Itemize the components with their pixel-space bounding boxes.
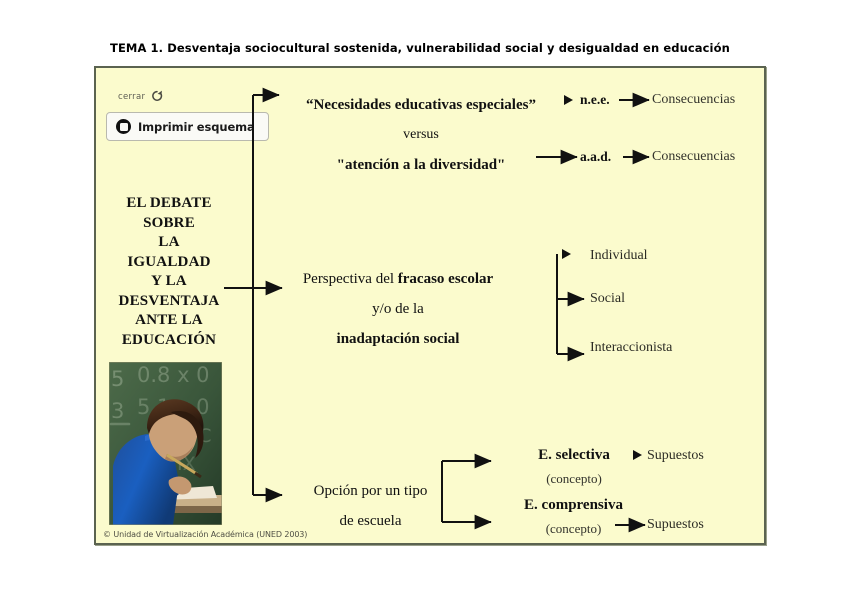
nee-line-3: "atención a la diversidad" [336, 157, 506, 173]
nee-line-2: versus [403, 127, 439, 142]
perspectiva-strong: fracaso escolar [397, 271, 494, 287]
triangle-bullet-individual [562, 249, 571, 259]
node-opcion-escuela: Opción por un tipo de escuela [288, 476, 453, 536]
opcion-line-2: de escuela [339, 513, 402, 529]
node-nee-abbr: n.e.e. [580, 92, 610, 107]
e-comprensiva-note: (concepto) [545, 521, 602, 536]
node-interaccionista: Interaccionista [590, 340, 673, 355]
print-esquema-label: Imprimir esquema [138, 119, 255, 134]
copyright-notice: © Unidad de Virtualización Académica (UN… [103, 530, 308, 539]
node-e-comprensiva: E. comprensiva (concepto) [486, 493, 661, 541]
perspectiva-line-1: Perspectiva del fracaso escolar [268, 264, 528, 294]
debate-heading: EL DEBATE SOBRE LA IGUALDAD Y LA DESVENT… [118, 195, 220, 348]
node-necesidades-title: “Necesidades educativas especiales” vers… [286, 90, 556, 180]
perspectiva-line-3: inadaptación social [336, 331, 460, 347]
perspectiva-line-2: y/o de la [372, 301, 424, 317]
triangle-bullet-nee [564, 95, 573, 105]
printer-stop-icon [116, 119, 131, 134]
nee-line-1: “Necesidades educativas especiales” [306, 97, 536, 113]
close-link[interactable]: cerrar [118, 89, 165, 104]
node-e-selectiva: E. selectiva (concepto) [494, 443, 654, 491]
node-social: Social [590, 291, 625, 306]
node-aad-consecuencias: Consecuencias [652, 149, 736, 164]
node-supuestos-selectiva: Supuestos [647, 448, 704, 463]
perspectiva-prefix: Perspectiva del [302, 271, 398, 287]
e-comprensiva-name: E. comprensiva [524, 497, 623, 513]
opcion-line-1: Opción por un tipo [313, 483, 428, 499]
svg-text:0.8 x 0: 0.8 x 0 [137, 363, 210, 387]
svg-text:5: 5 [111, 367, 124, 391]
node-perspectiva: Perspectiva del fracaso escolar y/o de l… [268, 264, 528, 354]
node-supuestos-comprensiva: Supuestos [647, 517, 704, 532]
e-selectiva-note: (concepto) [546, 471, 602, 486]
svg-text:3: 3 [111, 399, 124, 423]
e-selectiva-name: E. selectiva [538, 447, 610, 463]
student-writing-at-desk-photo: 5 0.8 x 0 3 5.1 x 0 x C .IX [109, 362, 222, 525]
node-individual: Individual [590, 248, 648, 263]
reload-circular-arrow-icon [150, 89, 165, 104]
print-esquema-button[interactable]: Imprimir esquema [106, 112, 269, 141]
node-nee-consecuencias: Consecuencias [652, 92, 736, 107]
close-link-label: cerrar [118, 91, 146, 102]
page-title: TEMA 1. Desventaja sociocultural sosteni… [110, 41, 730, 55]
schema-panel: cerrar Imprimir esquema EL DEBATE SOBRE … [94, 66, 766, 545]
node-aad-abbr: a.a.d. [580, 149, 612, 164]
